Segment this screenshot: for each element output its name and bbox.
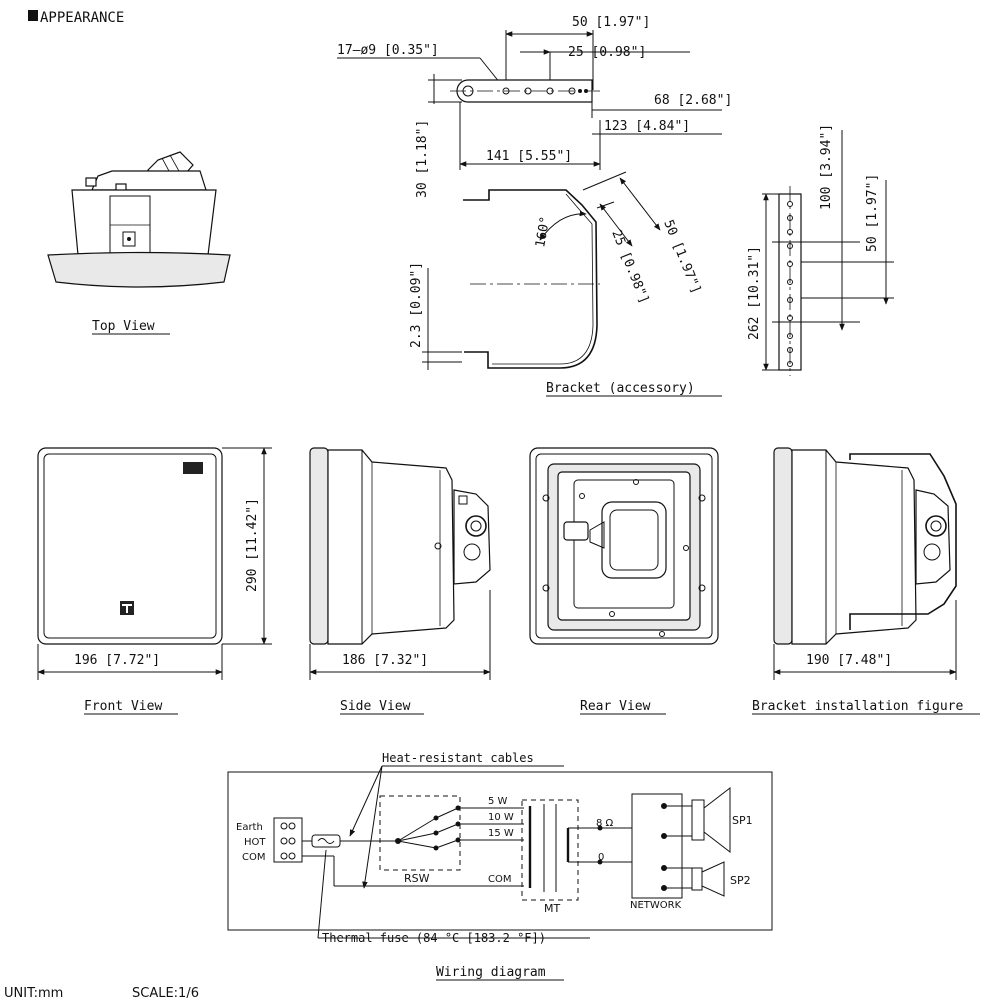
terminal-block: Earth HOT COM [236, 817, 303, 863]
header-square-icon [28, 10, 38, 21]
network-label: NETWORK [630, 900, 682, 911]
wiring-caption: Wiring diagram [436, 965, 546, 980]
bracket-profile [463, 189, 598, 369]
dim-2-3: 2.3 [0.09"] [409, 262, 424, 348]
dim-68: 68 [2.68"] [654, 93, 732, 108]
bracket-plan-view: 50 [1.97"] 25 [0.98"] 17–ø9 [0.35"] 68 [… [337, 15, 732, 198]
speaker-sp1-icon [691, 786, 731, 854]
dim-50-top: 50 [1.97"] [572, 15, 650, 30]
install-view-baffle [773, 447, 793, 645]
tap-10w: 10 W [488, 812, 514, 823]
bracket-holes [502, 87, 588, 95]
top-view-caption: Top View [92, 319, 155, 334]
side-view-body [327, 449, 455, 645]
install-view-body [791, 449, 917, 645]
bracket-caption: Bracket (accessory) [546, 381, 695, 396]
ohm-label: 8 Ω [596, 818, 614, 829]
terminal-com-label: COM [242, 852, 265, 863]
rear-view-gland [563, 521, 589, 541]
network-box [631, 793, 683, 899]
zero-label: 0 [598, 852, 604, 863]
dim-141: 141 [5.55"] [486, 149, 572, 164]
terminal-earth-label: Earth [236, 822, 263, 833]
dim-50-slant: 50 [1.97"] [660, 218, 703, 296]
heat-cables-label: Heat-resistant cables [382, 751, 534, 765]
side-width-dim: 186 [7.32"] [342, 653, 428, 668]
install-view: 190 [7.48"] Bracket installation figure [752, 447, 980, 715]
strip-holes [787, 201, 793, 367]
front-view-outline [37, 447, 223, 645]
top-view: Top View [47, 151, 231, 335]
mt-box [521, 799, 579, 901]
front-width-dim: 196 [7.72"] [74, 653, 160, 668]
terminal-hot-label: HOT [244, 837, 266, 848]
install-view-bracket [849, 453, 957, 630]
sp1-label: SP1 [732, 814, 753, 827]
rear-view-terminal-cover [601, 501, 667, 579]
side-view: 186 [7.32"] Side View [309, 447, 491, 715]
wiring-frame [227, 771, 773, 931]
side-view-terminal [453, 489, 491, 585]
install-width-dim: 190 [7.48"] [806, 653, 892, 668]
angle-160: 160° [533, 215, 553, 248]
thermal-fuse-label: Thermal fuse (84 °C [183.2 °F]) [322, 931, 546, 945]
com-label: COM [488, 874, 511, 885]
dim-262: 262 [10.31"] [747, 246, 762, 340]
side-view-caption: Side View [340, 699, 411, 714]
dim-123: 123 [4.84"] [604, 119, 690, 134]
front-view-badge-icon [183, 462, 203, 474]
hole-spec-label: 17–ø9 [0.35"] [337, 43, 439, 58]
rear-view: Rear View [529, 447, 719, 715]
speaker-sp2-icon [691, 861, 725, 897]
front-view: 290 [11.42"] 196 [7.72"] Front View [37, 447, 272, 715]
bracket-strip-view: 262 [10.31"] 100 [3.94"] 50 [1.97"] [747, 124, 894, 376]
rsw-box [379, 795, 461, 871]
bracket-profile-view: 160° 2.3 [0.09"] 25 [0.98"] 50 [1.97"] B… [409, 171, 722, 397]
footer: UNIT:mm SCALE:1/6 [4, 986, 199, 1000]
tap-15w: 15 W [488, 828, 514, 839]
dim-25-slant: 25 [0.98"] [608, 228, 651, 306]
install-view-caption: Bracket installation figure [752, 699, 963, 714]
appearance-title: APPEARANCE [40, 10, 124, 26]
rear-view-caption: Rear View [580, 699, 651, 714]
dim-25-top: 25 [0.98"] [568, 45, 646, 60]
side-view-baffle [309, 447, 329, 645]
dim-50-side: 50 [1.97"] [865, 174, 880, 252]
top-view-grille [47, 251, 231, 288]
mt-label: MT [544, 902, 560, 915]
wiring-diagram: Heat-resistant cables Earth HOT COM COM … [227, 751, 773, 981]
front-height-dim: 290 [11.42"] [245, 498, 260, 592]
scale-label: SCALE:1/6 [132, 986, 199, 1000]
dim-30: 30 [1.18"] [415, 120, 430, 198]
top-view-cap [91, 170, 207, 191]
tap-5w: 5 W [488, 796, 508, 807]
top-view-body [71, 189, 217, 256]
sp2-label: SP2 [730, 874, 751, 887]
section-header: APPEARANCE [28, 10, 124, 26]
dim-100: 100 [3.94"] [819, 124, 834, 210]
front-view-caption: Front View [84, 699, 162, 714]
rsw-label: RSW [404, 872, 430, 885]
unit-label: UNIT:mm [4, 986, 63, 1000]
rear-view-screws [542, 479, 706, 637]
